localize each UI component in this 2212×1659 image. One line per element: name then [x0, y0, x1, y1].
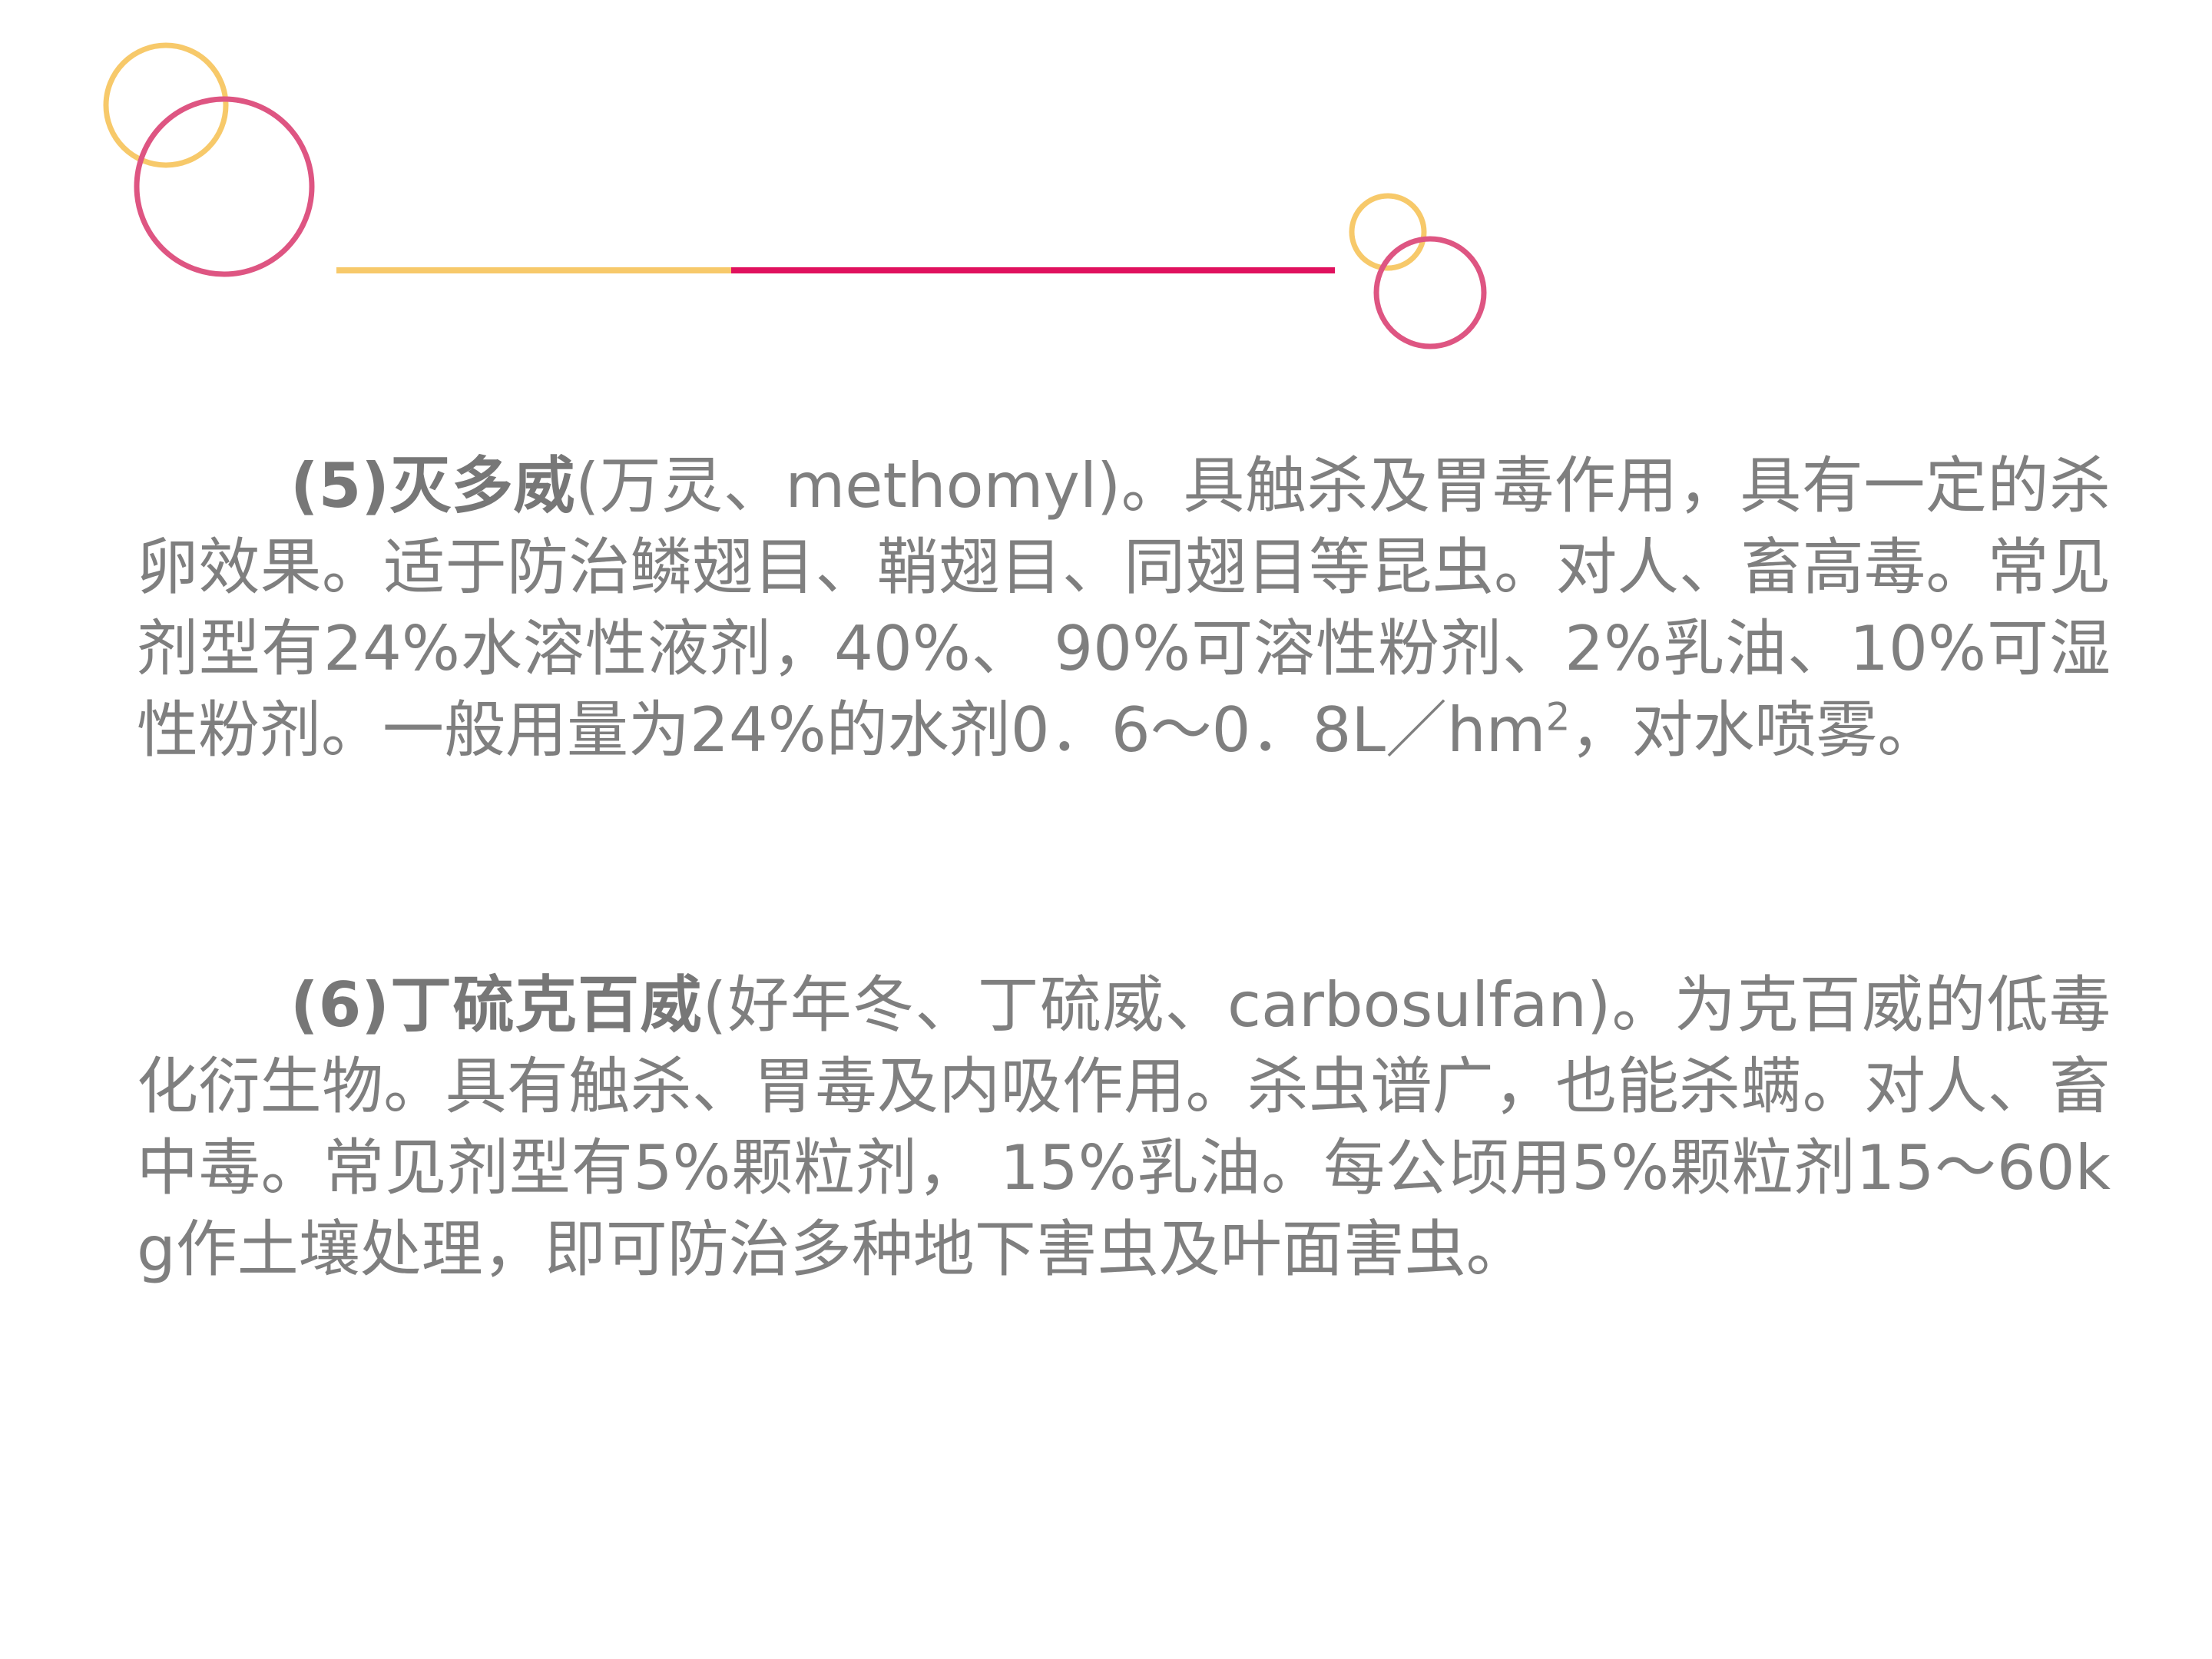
paragraph-body: (好年冬、丁硫威、carbosulfan)。为克百威的低毒化衍生物。具有触杀、胃…	[137, 969, 2111, 1285]
decor-circle-yellow-large	[103, 42, 229, 168]
header-decoration	[103, 42, 1487, 349]
superscript: 2	[1545, 694, 1571, 740]
paragraph-heading-methomyl: (5)灭多威	[290, 450, 575, 522]
decor-circle-pink-small	[1373, 236, 1487, 349]
paragraph-heading-carbosulfan: (6)丁硫克百威	[290, 969, 703, 1041]
decor-circle-yellow-small	[1349, 193, 1427, 271]
paragraph-body: (万灵、methomyl)。具触杀及胃毒作用，具有一定的杀卵效果。适于防治鳞翅目…	[137, 450, 2111, 766]
paragraph-carbosulfan: (6)丁硫克百威(好年冬、丁硫威、carbosulfan)。为克百威的低毒化衍生…	[137, 965, 2111, 1290]
paragraph-methomyl: (5)灭多威(万灵、methomyl)。具触杀及胃毒作用，具有一定的杀卵效果。适…	[137, 445, 2111, 771]
decor-circle-pink-large	[134, 96, 315, 277]
paragraph-tail: ，对水喷雾。	[1570, 694, 1939, 766]
